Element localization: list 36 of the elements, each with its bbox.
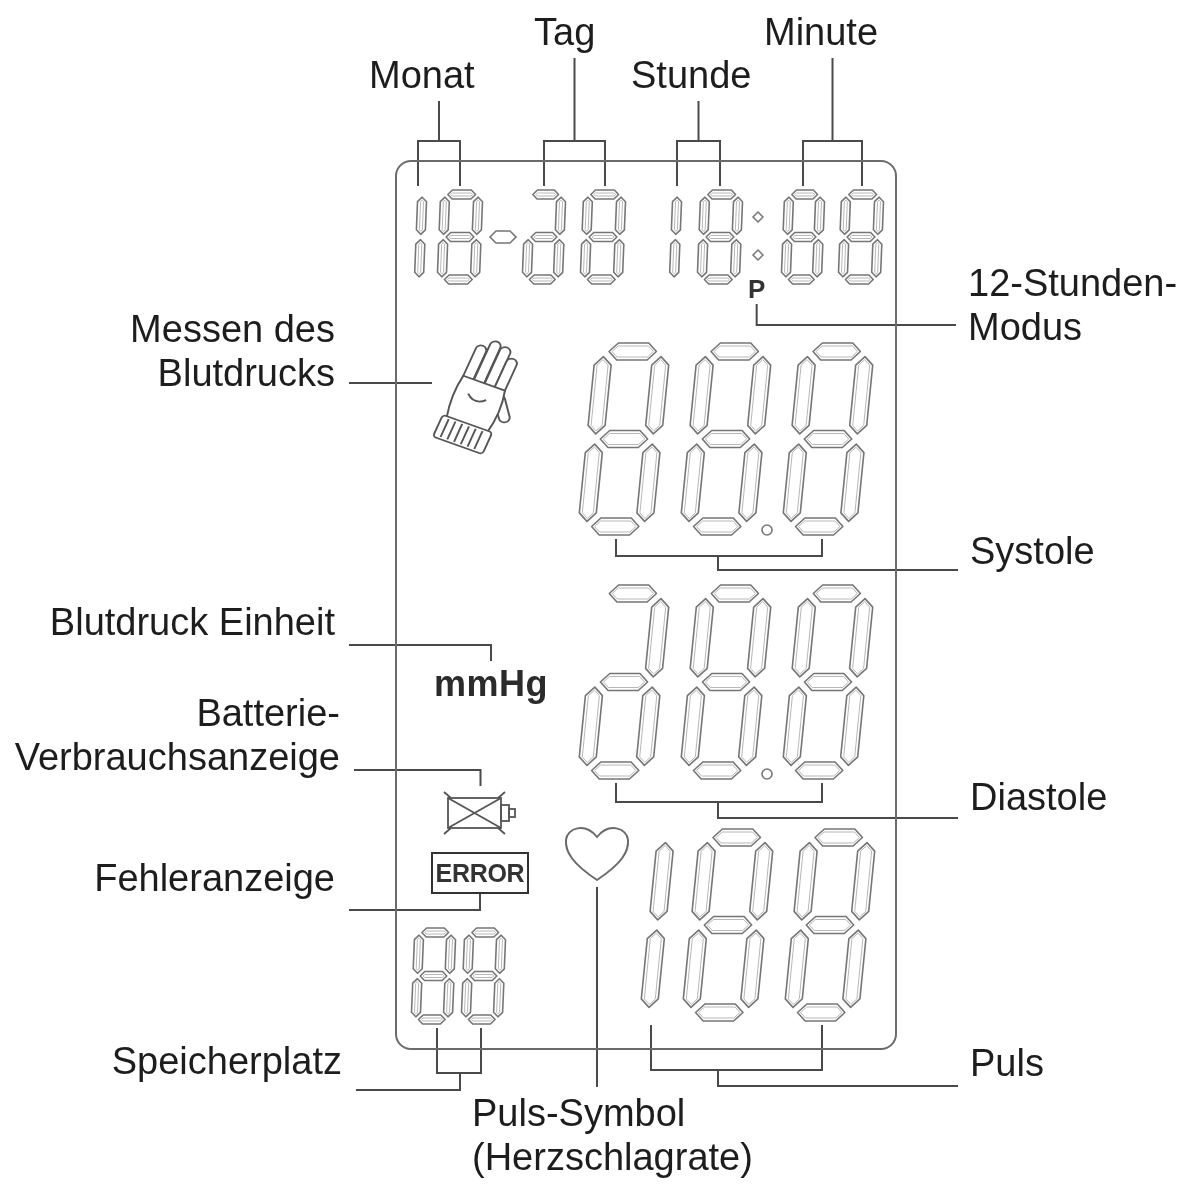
callout-label: 12-Stunden- Modus xyxy=(968,261,1188,349)
unit-label: mmHg xyxy=(434,666,548,702)
callout-label: Monat xyxy=(369,53,475,97)
callout-label: Messen des Blutdrucks xyxy=(120,307,335,395)
leader-line xyxy=(417,100,461,187)
callout-label: Puls xyxy=(970,1041,1044,1085)
seven-segment-digits xyxy=(408,927,508,1025)
leader-line xyxy=(353,769,482,787)
leader-line xyxy=(755,303,957,326)
leader-line xyxy=(348,644,492,662)
callout-label: Blutdruck Einheit xyxy=(49,600,335,644)
leader-line xyxy=(615,782,959,819)
callout-label: Speicherplatz xyxy=(111,1039,342,1083)
callout-label: Systole xyxy=(970,529,1095,573)
leader-line xyxy=(543,57,606,187)
callout-label: Batterie- Verbrauchsanzeige xyxy=(6,691,340,779)
callout-label: Stunde xyxy=(631,53,752,97)
leader-line xyxy=(348,893,481,911)
leader-line xyxy=(676,100,721,187)
leader-line xyxy=(596,886,598,1088)
seven-segment-digits xyxy=(519,189,629,285)
leader-line xyxy=(355,1027,482,1091)
lcd-display-frame xyxy=(395,160,897,1050)
seven-segment-digits xyxy=(778,189,886,285)
callout-label: Diastole xyxy=(970,775,1108,819)
callout-label: Fehleranzeige xyxy=(94,856,335,900)
leader-line xyxy=(348,382,433,384)
battery-icon xyxy=(442,789,519,837)
leader-line xyxy=(615,538,959,571)
leader-line xyxy=(802,57,863,187)
mode-indicator: P xyxy=(748,276,766,302)
callout-label: Tag xyxy=(534,10,596,54)
leader-line xyxy=(650,1024,959,1087)
callout-label: Puls-Symbol (Herzschlagrate) xyxy=(472,1091,762,1179)
error-indicator: ERROR xyxy=(431,852,529,894)
callout-label: Minute xyxy=(764,10,879,54)
